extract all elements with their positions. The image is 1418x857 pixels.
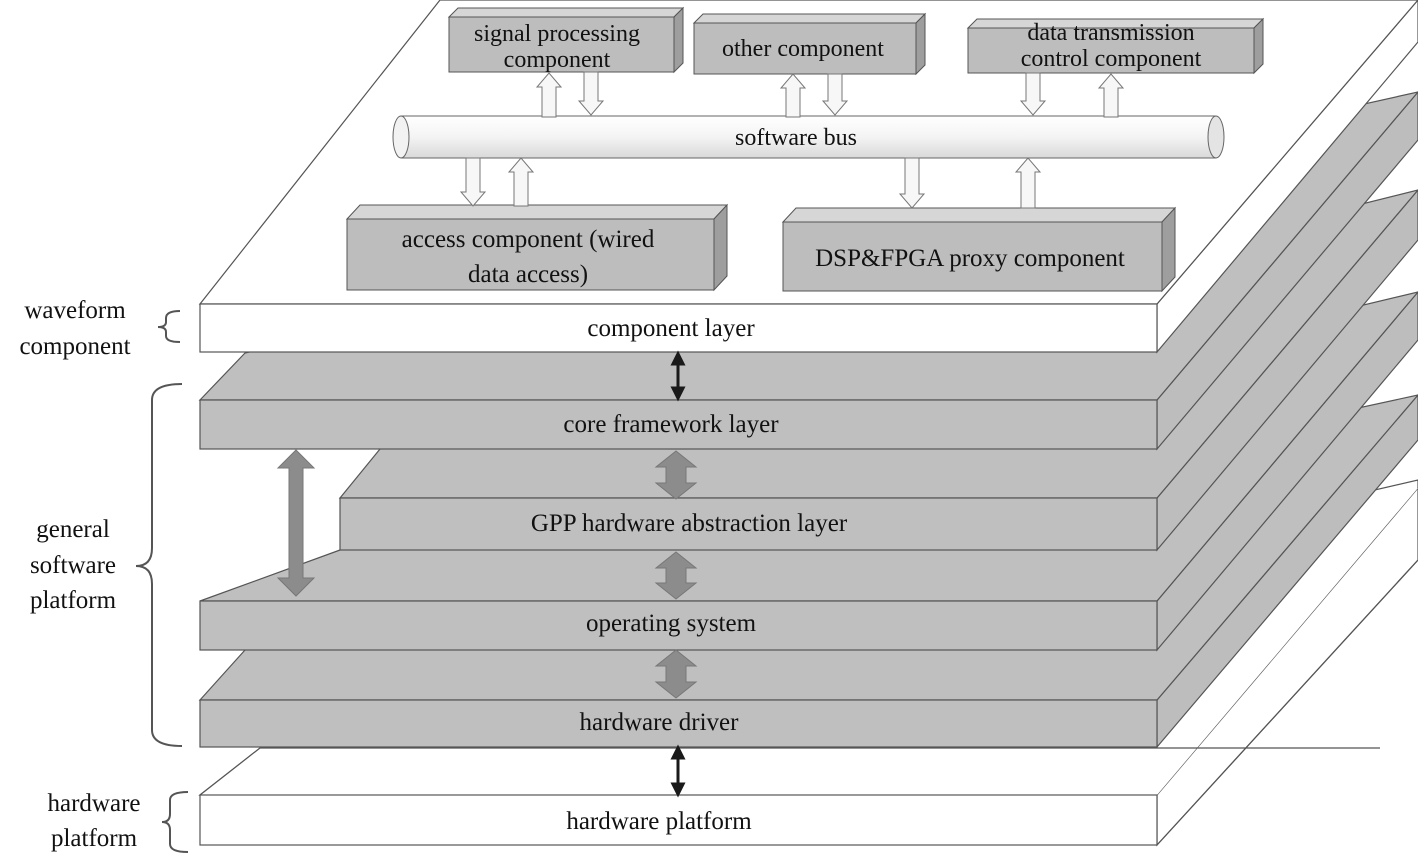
software-bus [392,115,1225,159]
arrow-down-icon [898,157,926,209]
signal-processing-label-2: component [504,47,611,73]
general-brace [135,383,183,747]
waveform-brace [157,310,181,343]
general-label-3: platform [30,587,117,614]
other-component-label: other component [722,36,884,62]
hardware-brace [161,791,189,853]
waveform-label-2: component [19,333,130,360]
left-braces [135,310,189,853]
data-transmission-label-2: control component [1021,46,1202,72]
general-label-1: general [36,516,110,543]
dsp-fpga-label: DSP&FPGA proxy component [815,245,1125,272]
component-layer-label: component layer [587,315,755,342]
arrow-up-icon [535,72,563,118]
hardware-label-1: hardware [48,790,141,817]
operating-system-label: operating system [586,610,757,637]
double-arrow-icon [654,551,698,600]
waveform-label-1: waveform [24,297,126,324]
arrow-down-icon [1019,72,1047,116]
arrow-down-icon [577,71,605,116]
layer-arrows [276,350,698,798]
arrow-up-icon [1097,73,1125,118]
hardware-platform-label: hardware platform [566,808,752,835]
hardware-driver-label: hardware driver [580,709,740,736]
software-bus-label: software bus [735,125,857,151]
access-component-box [345,203,729,292]
dsp-fpga-box [781,206,1177,293]
signal-processing-label-1: signal processing [474,21,640,47]
arrow-up-icon [507,157,535,207]
data-transmission-label-1: data transmission [1027,20,1194,46]
arrow-down-icon [821,73,849,116]
access-label-2: data access) [468,261,588,288]
gpp-hal-label: GPP hardware abstraction layer [531,510,848,537]
bus-arrows [459,71,1125,209]
double-arrow-icon [654,450,698,500]
access-label-1: access component (wired [402,226,655,253]
data-transmission-box [966,17,1265,75]
double-arrow-icon [654,649,698,699]
signal-processing-box [447,6,685,74]
hardware-label-2: platform [51,825,138,852]
layer-labels: component layer core framework layer GPP… [531,315,848,835]
general-label-2: software [30,552,116,579]
core-framework-label: core framework layer [563,411,779,438]
long-double-arrow-icon [276,449,316,597]
component-labels: signal processing component other compon… [402,20,1202,288]
other-component-box [692,12,927,76]
arrow-down-icon [459,157,487,207]
arrow-up-icon [1014,157,1042,209]
side-labels: waveform component general software plat… [19,297,140,852]
arrow-up-icon [779,73,807,118]
